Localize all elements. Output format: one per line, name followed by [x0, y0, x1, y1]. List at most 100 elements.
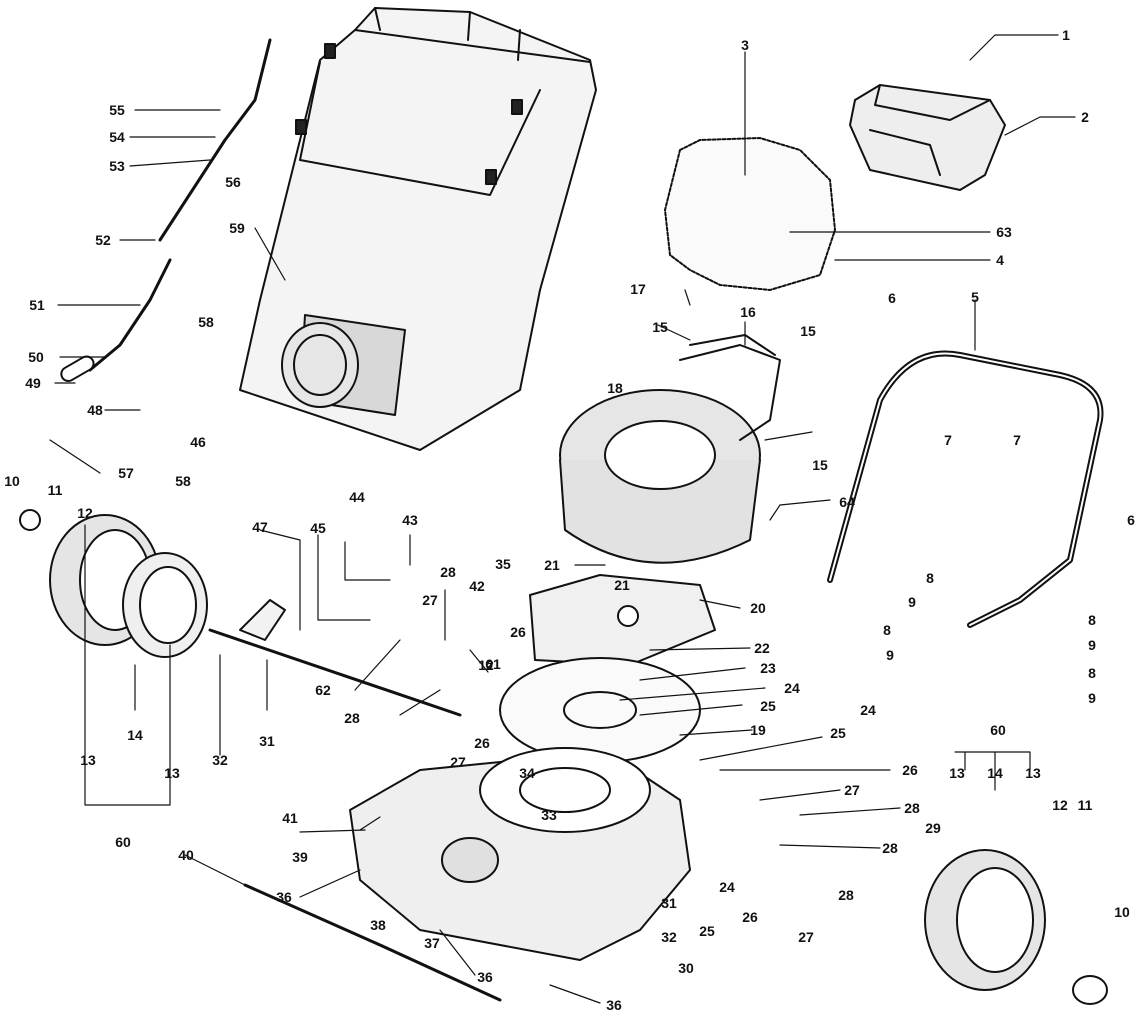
callout-37: 37: [424, 935, 440, 951]
callout-56: 56: [225, 174, 241, 190]
callout-36c: 36: [606, 997, 622, 1013]
callout-54: 54: [109, 129, 125, 145]
left-wheels: [49, 514, 208, 658]
callout-63: 63: [996, 224, 1012, 240]
callout-53: 53: [109, 158, 125, 174]
callout-24c: 24: [719, 879, 735, 895]
washer-right: [1072, 975, 1108, 1005]
callout-6a: 6: [888, 290, 896, 306]
callout-42: 42: [469, 578, 485, 594]
callout-40: 40: [178, 847, 194, 863]
callout-14b: 14: [987, 765, 1003, 781]
callout-12a: 12: [77, 505, 93, 521]
callout-13c: 13: [949, 765, 965, 781]
callout-28c: 28: [904, 800, 920, 816]
callout-28b: 28: [344, 710, 360, 726]
callout-25a: 25: [760, 698, 776, 714]
callout-61: 61: [485, 656, 501, 672]
callout-8b: 8: [883, 622, 891, 638]
callout-26c: 26: [902, 762, 918, 778]
callout-5: 5: [971, 289, 979, 305]
callout-10a: 10: [4, 473, 20, 489]
right-wheels: [924, 849, 1046, 991]
callout-9c: 9: [1088, 637, 1096, 653]
callout-32b: 32: [661, 929, 677, 945]
callout-49: 49: [25, 375, 41, 391]
engine: [664, 137, 836, 291]
callout-3: 3: [741, 37, 749, 53]
callout-22: 22: [754, 640, 770, 656]
callout-15a: 15: [652, 319, 668, 335]
callout-31b: 31: [661, 895, 677, 911]
callout-39: 39: [292, 849, 308, 865]
callout-64: 64: [839, 494, 855, 510]
callout-14a: 14: [127, 727, 143, 743]
callout-7a: 7: [944, 432, 952, 448]
callout-28d: 28: [882, 840, 898, 856]
callout-26d: 26: [742, 909, 758, 925]
callout-36a: 36: [276, 889, 292, 905]
callout-19: 19: [750, 722, 766, 738]
callout-10b: 10: [1114, 904, 1130, 920]
callout-43: 43: [402, 512, 418, 528]
callout-31a: 31: [259, 733, 275, 749]
callout-16: 16: [740, 304, 756, 320]
blower-housing: [559, 334, 781, 564]
grass-bag: [239, 7, 597, 451]
callout-35: 35: [495, 556, 511, 572]
callout-27c: 27: [844, 782, 860, 798]
callout-18: 18: [607, 380, 623, 396]
callout-9a: 9: [908, 594, 916, 610]
lower-cable: [88, 258, 172, 372]
callout-60a: 60: [115, 834, 131, 850]
callout-58b: 58: [175, 473, 191, 489]
callout-44: 44: [349, 489, 365, 505]
callout-24b: 24: [860, 702, 876, 718]
callout-26b: 26: [474, 735, 490, 751]
callout-28a: 28: [440, 564, 456, 580]
callout-4: 4: [996, 252, 1004, 268]
callout-62: 62: [315, 682, 331, 698]
callout-34: 34: [519, 765, 535, 781]
callout-33: 33: [541, 807, 557, 823]
callout-26a: 26: [510, 624, 526, 640]
callout-8c: 8: [1088, 612, 1096, 628]
callout-2: 2: [1081, 109, 1089, 125]
callout-59: 59: [229, 220, 245, 236]
callout-1: 1: [1062, 27, 1070, 43]
callout-9b: 9: [886, 647, 894, 663]
control-cable: [158, 38, 272, 242]
callout-21a: 21: [544, 557, 560, 573]
callout-46: 46: [190, 434, 206, 450]
callout-48: 48: [87, 402, 103, 418]
callout-13a: 13: [80, 752, 96, 768]
callout-17: 17: [630, 281, 646, 297]
washer-left: [19, 509, 41, 531]
callout-11b: 11: [1077, 797, 1093, 813]
callout-57: 57: [118, 465, 134, 481]
callout-32a: 32: [212, 752, 228, 768]
cable-grip: [60, 355, 95, 382]
callout-45: 45: [310, 520, 326, 536]
callout-36b: 36: [477, 969, 493, 985]
callout-13b: 13: [164, 765, 180, 781]
callout-27d: 27: [798, 929, 814, 945]
callout-25b: 25: [830, 725, 846, 741]
callout-12c: 12: [1052, 797, 1068, 813]
callout-52: 52: [95, 232, 111, 248]
front-bar: [243, 883, 502, 1002]
callout-29: 29: [925, 820, 941, 836]
axle-rod: [208, 628, 462, 717]
impeller-disc: [499, 657, 701, 763]
leader-lines: [49, 34, 1076, 1004]
callout-50: 50: [28, 349, 44, 365]
handle: [827, 350, 1104, 628]
callout-11a: 11: [47, 482, 63, 498]
callout-7b: 7: [1013, 432, 1021, 448]
height-bracket: [239, 599, 286, 641]
callout-58a: 58: [198, 314, 214, 330]
callout-47: 47: [252, 519, 268, 535]
callout-24a: 24: [784, 680, 800, 696]
callout-9d: 9: [1088, 690, 1096, 706]
callout-8a: 8: [926, 570, 934, 586]
